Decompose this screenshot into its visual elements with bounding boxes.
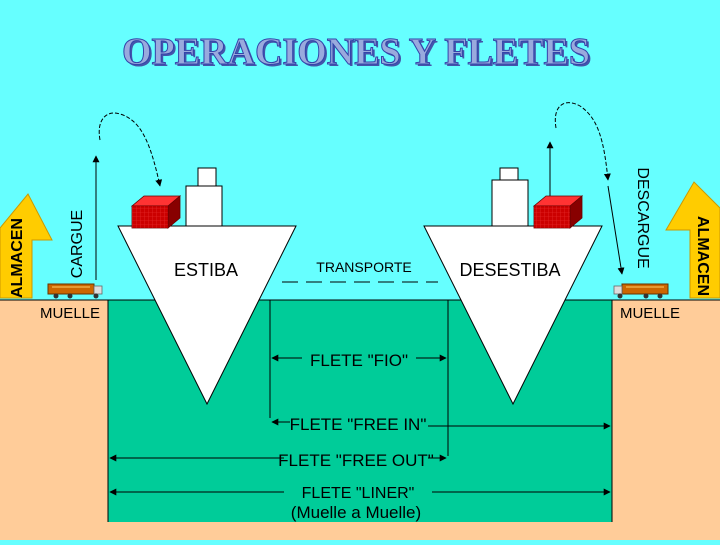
page-title: OPERACIONES Y FLETES <box>122 31 590 73</box>
muelle-right-label: MUELLE <box>620 305 680 322</box>
warehouse-right <box>665 181 720 299</box>
ship-right-bridge <box>491 179 529 227</box>
truck-right <box>613 283 669 299</box>
almacen-left-label: ALMACEN <box>9 218 26 298</box>
muelle-left-label: MUELLE <box>40 305 100 322</box>
flete-liner-label: FLETE "LINER" <box>302 485 415 502</box>
warehouse-left <box>0 193 53 299</box>
land-left <box>0 300 108 540</box>
ship-right-funnel <box>499 167 519 181</box>
ship-left-bridge <box>185 185 223 227</box>
unloading-curve-arrow <box>554 102 611 181</box>
flete-free-in-label: FLETE "FREE IN" <box>290 415 427 434</box>
flete-liner-sublabel: (Muelle a Muelle) <box>291 503 421 522</box>
ship-left-funnel <box>197 167 217 187</box>
desestiba-label: DESESTIBA <box>459 260 560 280</box>
land-right <box>612 300 720 540</box>
title-shadow: OPERACIONES Y FLETES <box>124 33 592 75</box>
flete-fio-label: FLETE "FIO" <box>310 351 408 370</box>
container-left <box>130 195 182 229</box>
descargue-down-arrow <box>607 185 625 275</box>
cargue-label: CARGUE <box>69 210 86 278</box>
transporte-label: TRANSPORTE <box>316 259 411 275</box>
truck-left <box>47 283 103 299</box>
almacen-right-label: ALMACEN <box>694 216 711 296</box>
container-right <box>532 195 584 229</box>
estiba-label: ESTIBA <box>174 260 238 280</box>
descargue-label: DESCARGUE <box>634 167 651 268</box>
land-bottom <box>0 522 720 540</box>
flete-free-out-label: FLETE "FREE OUT" <box>278 451 434 470</box>
